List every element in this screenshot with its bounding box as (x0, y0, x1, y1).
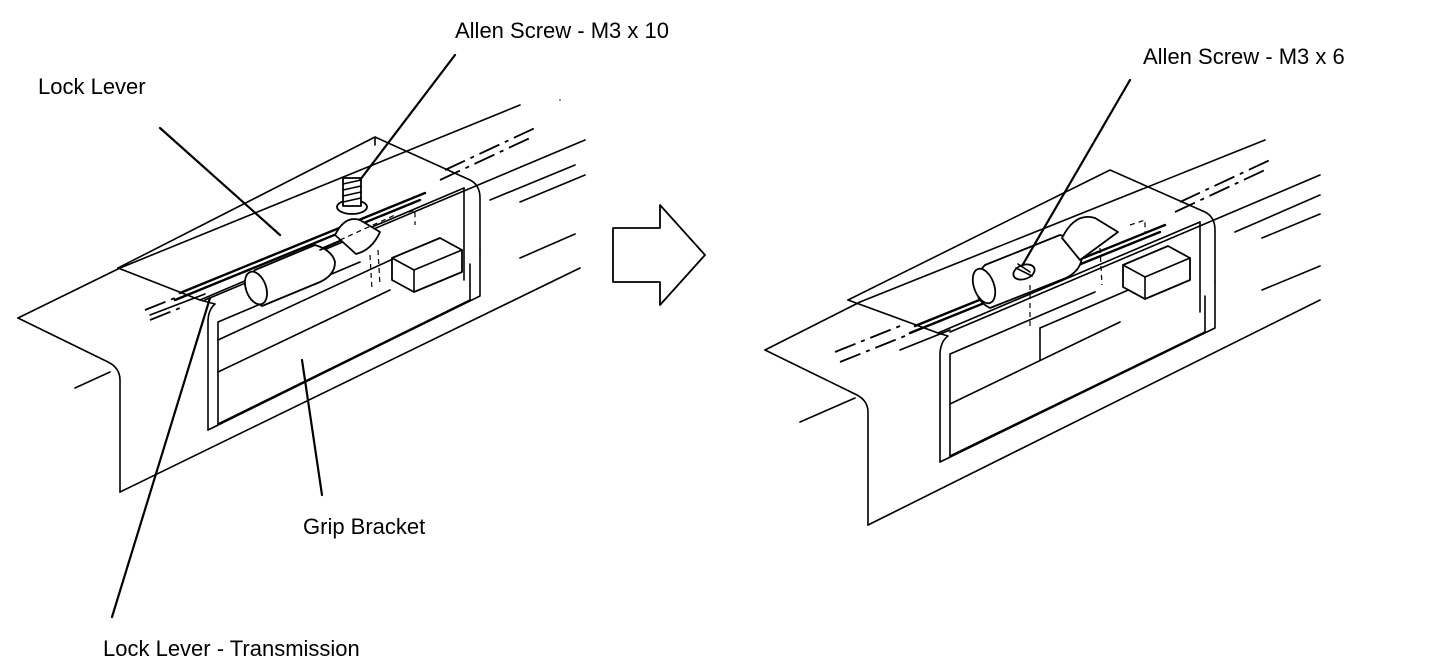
label-allen-screw-m3x6: Allen Screw - M3 x 6 (1143, 44, 1345, 69)
label-lock-lever-transmission: Lock Lever - Transmission (103, 636, 360, 661)
before-assembly-drawing (17, 99, 586, 493)
leader-grip-bracket (300, 358, 324, 497)
leader-lock-lever (158, 126, 282, 237)
label-lock-lever: Lock Lever (38, 74, 146, 99)
after-assembly-drawing (764, 139, 1321, 526)
leader-lock-lever-transmission (110, 296, 212, 619)
right-arrow-icon (612, 204, 706, 306)
label-grip-bracket: Grip Bracket (303, 514, 425, 539)
leader-allen-screw-m3x6 (1020, 78, 1132, 268)
label-allen-screw-m3x10: Allen Screw - M3 x 10 (455, 18, 669, 43)
leader-allen-screw-m3x10 (358, 53, 457, 182)
